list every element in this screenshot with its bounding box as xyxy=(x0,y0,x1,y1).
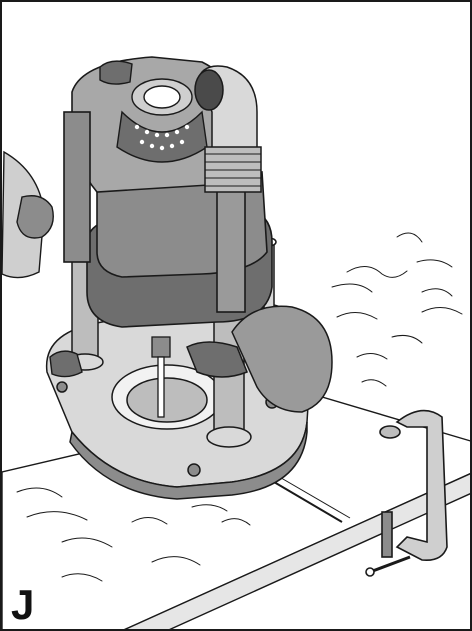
side-object-knob xyxy=(16,195,54,239)
wood-grain xyxy=(16,232,463,582)
base-plate-side xyxy=(69,421,308,500)
grain-stroke xyxy=(61,573,103,582)
router-handle xyxy=(186,305,333,413)
grain-stroke xyxy=(221,518,251,526)
grain-stroke xyxy=(416,259,453,268)
clamp-tommy-bar xyxy=(369,555,411,574)
base-screw xyxy=(56,381,68,393)
grain-stroke xyxy=(356,353,388,360)
router-bit xyxy=(157,356,165,418)
grain-stroke xyxy=(151,556,201,566)
column-right-base xyxy=(206,426,252,448)
handle-trigger xyxy=(186,341,248,378)
grain-stroke xyxy=(336,312,378,320)
housing-column-left xyxy=(63,111,91,263)
grain-stroke xyxy=(421,307,463,315)
grain-stroke xyxy=(331,283,373,293)
grain-stroke xyxy=(191,504,228,512)
clamp-screw xyxy=(381,511,393,558)
elbow-opening xyxy=(194,69,224,111)
board-front-edge xyxy=(124,473,470,629)
top-handle-knob xyxy=(99,60,133,85)
dust-port xyxy=(194,65,262,193)
c-clamp xyxy=(365,409,448,577)
grain-stroke xyxy=(346,266,408,278)
grain-stroke xyxy=(61,537,113,548)
grain-stroke xyxy=(421,288,453,297)
collet-nut xyxy=(151,336,171,358)
collet-assembly xyxy=(151,336,171,418)
handle-grip xyxy=(231,305,333,413)
grain-stroke xyxy=(131,517,168,525)
clamp-bar-end xyxy=(365,567,375,577)
hose-ribs xyxy=(205,153,261,187)
lock-lever xyxy=(49,350,83,378)
figure-label: J xyxy=(11,581,35,628)
motor-housing xyxy=(63,56,273,328)
housing-column-right xyxy=(216,171,246,313)
grain-stroke xyxy=(361,379,387,387)
clamp-frame xyxy=(395,409,448,562)
grain-stroke xyxy=(16,487,63,498)
base-opening-inner xyxy=(126,377,208,423)
vent-holes xyxy=(134,124,190,151)
grain-stroke xyxy=(391,335,423,344)
side-object xyxy=(2,150,54,279)
grain-stroke xyxy=(26,511,88,521)
clamp-pad-top xyxy=(379,425,401,439)
cap-inner xyxy=(143,85,181,109)
motor-cap xyxy=(99,60,208,163)
base-screw xyxy=(187,463,201,477)
depth-lock xyxy=(49,350,83,378)
grain-stroke xyxy=(396,232,423,243)
